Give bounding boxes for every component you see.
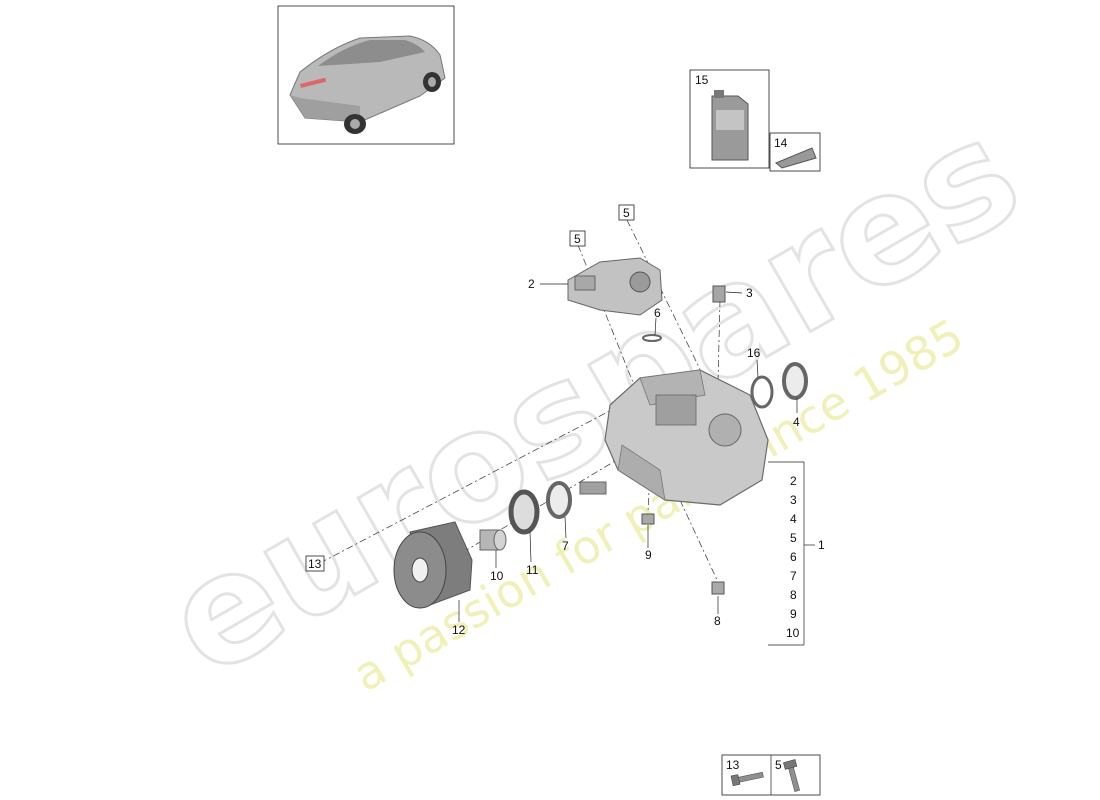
callout-2: 2	[528, 277, 535, 291]
callout-6: 6	[654, 306, 661, 320]
kit-item: 6	[790, 550, 797, 564]
kit-item: 8	[790, 588, 797, 602]
sealant-inset: 14	[769, 132, 821, 172]
callout-3: 3	[746, 286, 753, 300]
transfer-case-housing	[579, 369, 769, 506]
bolt-icon	[730, 771, 764, 787]
kit-item: 9	[790, 607, 797, 621]
sealant-tube-icon	[775, 147, 817, 169]
flange-12	[393, 521, 473, 609]
car-image	[289, 35, 446, 134]
bolt-icon	[783, 759, 800, 792]
shaft-seal-4	[782, 362, 808, 400]
kit-item: 7	[790, 569, 797, 583]
shaft-seal-7	[546, 481, 572, 519]
callout-9: 9	[645, 548, 652, 562]
bearing-11	[508, 489, 540, 535]
fastener-table: 13 5	[721, 754, 821, 796]
callout-12: 12	[452, 623, 466, 637]
vehicle-thumbnail	[277, 5, 455, 145]
watermark-brand: eurospares	[139, 86, 1047, 711]
callouts: 2 3 6 16 4 7 11 10 9 8 12 1	[452, 277, 825, 637]
kit-item: 5	[790, 531, 797, 545]
kit-item: 3	[790, 493, 797, 507]
plug-9	[641, 513, 655, 525]
boxed-ref-13: 13	[308, 557, 322, 571]
oil-pump	[567, 257, 663, 316]
callout-8: 8	[714, 614, 721, 628]
callout-1: 1	[818, 538, 825, 552]
kit-contents-list: 2 3 4 5 6 7 8 9 10	[786, 474, 800, 640]
fastener-label-5: 5	[775, 758, 782, 772]
label-15: 15	[695, 73, 709, 87]
boxed-refs: 5 5 13	[305, 204, 635, 572]
callout-11: 11	[526, 563, 539, 577]
label-14: 14	[774, 136, 788, 150]
callout-7: 7	[562, 539, 569, 553]
seal-ring-16	[750, 375, 774, 409]
oil-bottle-inset: 15	[689, 69, 770, 169]
kit-item: 4	[790, 512, 797, 526]
callout-10: 10	[490, 569, 504, 583]
boxed-ref-5-right: 5	[623, 206, 630, 220]
oil-bottle-icon	[711, 90, 749, 161]
callout-16: 16	[747, 346, 761, 360]
o-ring	[642, 334, 662, 342]
boxed-ref-5-left: 5	[574, 232, 581, 246]
kit-item: 10	[786, 626, 800, 640]
sensor	[712, 285, 726, 303]
callout-lines	[458, 283, 815, 646]
kit-item: 2	[790, 474, 797, 488]
callout-4: 4	[793, 415, 800, 429]
sleeve-10	[479, 529, 507, 551]
fastener-label-13: 13	[726, 758, 740, 772]
plug-8	[711, 581, 725, 595]
